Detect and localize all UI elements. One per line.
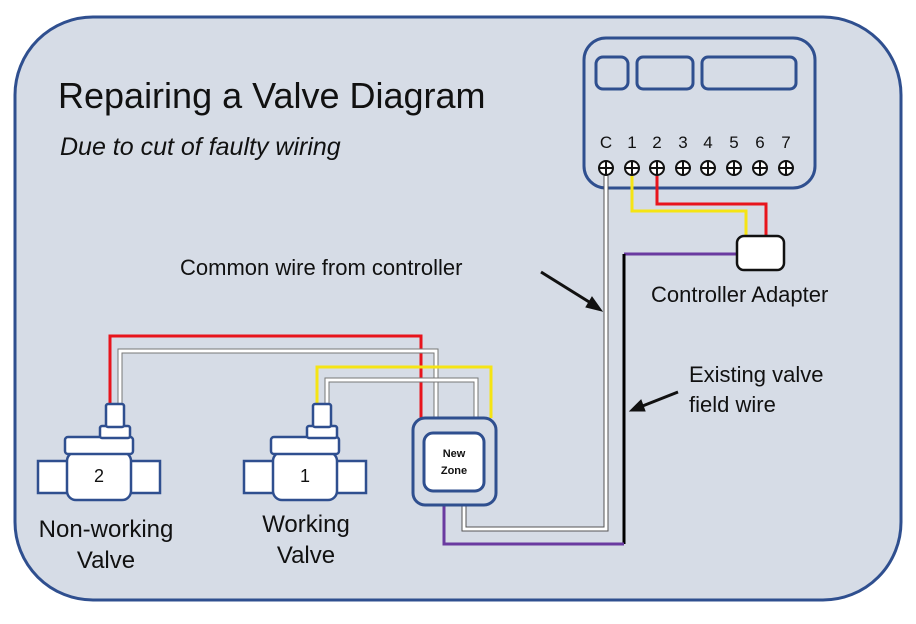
valve1-caption-line2: Valve [277,542,335,569]
terminal-label-3: 3 [678,133,687,152]
new-zone-module: New Zone [411,416,498,507]
terminal-screw-7 [778,160,794,176]
adapter-wire-red [655,176,768,237]
valve1-cap [269,435,341,456]
terminal-screw-2 [649,160,665,176]
valve1-solenoid [311,402,333,429]
common-wire-arrow [540,270,604,312]
valve1-caption-line1: Working [262,511,350,538]
diagram-title: Repairing a Valve Diagram [58,75,486,116]
valve2-caption-line2: Valve [77,547,135,574]
terminal-label-c: C [600,133,612,152]
valve2-wire-red [108,334,423,418]
valve1-wire-white [325,378,478,418]
valve2-wire-white [118,349,438,418]
terminal-screw-1 [624,160,640,176]
adapter-wire-yellow [630,176,748,237]
new-zone-wire-purple [442,505,624,546]
controller-display-large [700,55,798,91]
terminal-label-5: 5 [729,133,738,152]
common-wire-label: Common wire from controller [180,255,462,280]
terminal-screws [598,160,794,176]
valve2-pipe-left [36,459,70,495]
common-wire-core [462,176,608,531]
terminal-screw-c [598,160,614,176]
valve2-solenoid [104,402,126,429]
existing-wire-label-line1: Existing valve [689,362,824,387]
terminal-label-1: 1 [627,133,636,152]
existing-wire-label-line2: field wire [689,392,776,417]
valve2-pipe-right [128,459,162,495]
valve1-number: 1 [300,466,310,486]
terminal-label-4: 4 [703,133,712,152]
new-zone-inner [422,431,486,493]
valve2-number: 2 [94,466,104,486]
controller-adapter-label: Controller Adapter [651,282,828,307]
valve1-pipe-right [334,459,368,495]
terminal-label-7: 7 [781,133,790,152]
controller-display-medium [635,55,695,91]
working-valve: 1 Working Valve [242,402,368,569]
diagram-subtitle: Due to cut of faulty wiring [60,133,341,161]
terminal-screw-6 [752,160,768,176]
terminal-screw-4 [700,160,716,176]
controller-display-small [594,55,630,91]
new-zone-label-line2: Zone [441,465,467,477]
terminal-screw-5 [726,160,742,176]
wires [108,176,768,546]
controller: C 1 2 3 4 5 6 7 [582,36,817,190]
terminal-label-2: 2 [652,133,661,152]
non-working-valve: 2 Non-working Valve [36,402,174,574]
valve2-cap [63,435,135,456]
terminal-labels: C 1 2 3 4 5 6 7 [600,133,791,152]
existing-wire-arrow [628,390,679,412]
valve1-pipe-left [242,459,276,495]
valve1-wire-yellow [315,365,493,418]
new-zone-label-line1: New [443,448,466,460]
valve2-caption-line1: Non-working [39,516,174,543]
terminal-label-6: 6 [755,133,764,152]
controller-adapter [735,234,786,272]
terminal-screw-3 [675,160,691,176]
